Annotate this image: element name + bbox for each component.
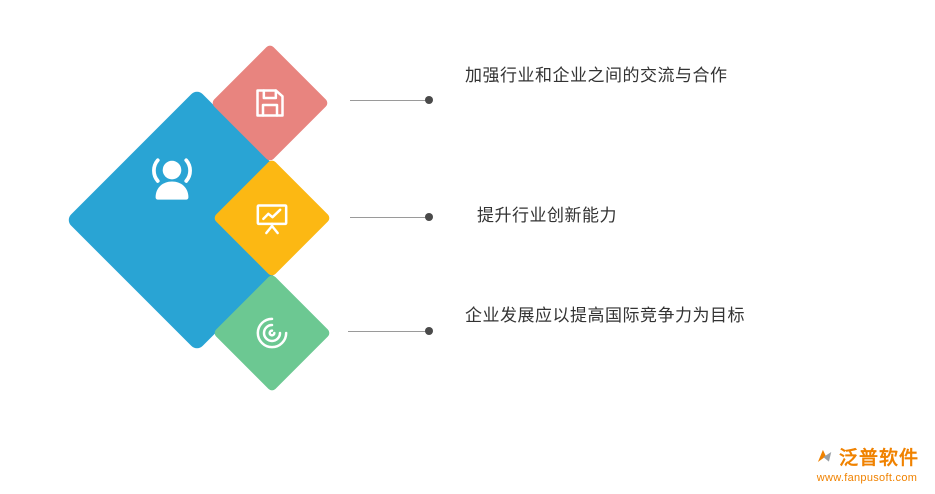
swirl-icon: [252, 313, 292, 353]
brand-logo[interactable]: 泛普软件 www.fanpusoft.com: [815, 443, 919, 484]
brand-name: 泛普软件: [838, 448, 919, 469]
brand-logo-icon: [815, 447, 835, 467]
item-label-3: 企业发展应以提高国际竞争力为目标: [465, 306, 745, 325]
people-icon: [137, 146, 207, 216]
item-label-2: 提升行业创新能力: [477, 206, 617, 225]
connector-dot-1: [425, 96, 433, 104]
connector-line-2: [350, 217, 426, 218]
connector-line-3: [348, 331, 426, 332]
save-icon: [250, 83, 290, 123]
connector-dot-2: [425, 213, 433, 221]
connector-line-1: [350, 100, 426, 101]
item-label-1: 加强行业和企业之间的交流与合作: [465, 66, 728, 85]
brand-url[interactable]: www.fanpusoft.com: [816, 472, 918, 484]
connector-dot-3: [425, 327, 433, 335]
presentation-chart-icon: [252, 198, 292, 238]
